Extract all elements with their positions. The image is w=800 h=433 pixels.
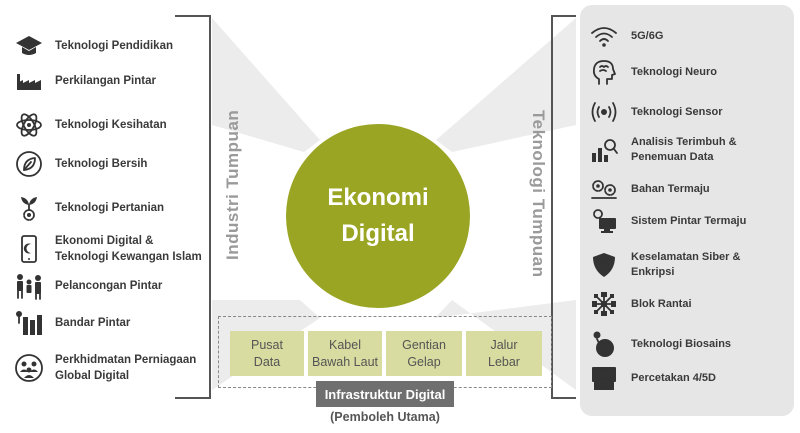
right-item-label: Blok Rantai: [631, 297, 692, 310]
right-item-percetakan: Percetakan 4/5D: [588, 362, 788, 394]
right-item-label: Sistem Pintar Termaju: [631, 214, 747, 227]
infra-box-pusat-data: Pusat Data: [230, 331, 304, 376]
left-item-bandar: Bandar Pintar: [12, 306, 212, 340]
left-item-perkhidmatan: Perkhidmatan Perniagaan Global Digital: [12, 351, 212, 385]
left-item-ekonomi-digital: Ekonomi Digital & Teknologi Kewangan Isl…: [12, 232, 212, 266]
infra-box-jalur-lebar: Jalur Lebar: [466, 331, 542, 376]
left-item-perkilangan: Perkilangan Pintar: [12, 64, 212, 98]
left-item-label: Perkilangan Pintar: [55, 75, 156, 87]
left-group-label: Industri Tumpuan: [223, 109, 242, 260]
infra-box-label: Jalur Lebar: [488, 337, 520, 369]
brain-head-icon: [588, 56, 620, 88]
family-icon: [12, 269, 46, 303]
right-item-keselamatan: Keselamatan Siber & Enkripsi: [588, 249, 788, 281]
center-title-line1: Ekonomi: [327, 184, 429, 211]
bioscience-icon: [588, 328, 620, 360]
infrastructure-title: Infrastruktur Digital: [316, 381, 454, 407]
right-item-sensor: Teknologi Sensor: [588, 96, 788, 128]
shield-icon: [588, 249, 620, 281]
right-item-biosains: Teknologi Biosains: [588, 328, 788, 360]
left-item-bersih: Teknologi Bersih: [12, 147, 212, 181]
printer-icon: [588, 362, 620, 394]
left-item-label: Teknologi Pendidikan: [55, 40, 173, 52]
left-item-label: Teknologi Pertanian: [55, 202, 165, 214]
smart-city-icon: [12, 306, 46, 340]
right-item-label: Keselamatan Siber & Enkripsi: [631, 251, 741, 278]
leaf-cycle-icon: [12, 147, 46, 181]
left-item-label: Ekonomi Digital & Teknologi Kewangan Isl…: [55, 235, 202, 263]
infra-box-label: Pusat Data: [251, 337, 283, 369]
factory-icon: [12, 64, 46, 98]
graduation-cap-icon: [12, 29, 46, 63]
right-group-label: Teknologi Tumpuan: [529, 110, 548, 278]
right-item-neuro: Teknologi Neuro: [588, 56, 788, 88]
blockchain-icon: [588, 288, 620, 320]
right-item-5g: 5G/6G: [588, 20, 788, 52]
infra-box-kabel-bawah-laut: Kabel Bawah Laut: [308, 331, 382, 376]
gears-icon: [588, 173, 620, 205]
right-item-blok-rantai: Blok Rantai: [588, 288, 788, 320]
infrastructure-subtitle: (Pemboleh Utama): [330, 410, 440, 424]
right-item-label: Teknologi Neuro: [631, 65, 717, 78]
left-item-pelancongan: Pelancongan Pintar: [12, 269, 212, 303]
right-item-label: Teknologi Sensor: [631, 105, 723, 118]
right-bracket: [551, 15, 576, 399]
right-item-sistem: Sistem Pintar Termaju: [588, 205, 788, 237]
right-item-analisis: Analisis Terimbuh & Penemuan Data: [588, 134, 788, 166]
left-item-pendidikan: Teknologi Pendidikan: [12, 29, 212, 63]
right-item-label: 5G/6G: [631, 29, 664, 42]
infra-box-label: Gentian Gelap: [402, 337, 446, 369]
left-item-label: Teknologi Kesihatan: [55, 119, 167, 131]
right-item-label: Analisis Terimbuh & Penemuan Data: [631, 136, 737, 163]
left-bracket: [175, 15, 211, 399]
people-network-icon: [12, 351, 46, 385]
center-title-line2: Digital: [341, 220, 415, 247]
right-item-bahan: Bahan Termaju: [588, 173, 788, 205]
left-item-label: Bandar Pintar: [55, 317, 131, 329]
left-item-pertanian: Teknologi Pertanian: [12, 191, 212, 225]
left-item-label: Perkhidmatan Perniagaan Global Digital: [55, 354, 197, 382]
right-item-label: Teknologi Biosains: [631, 337, 732, 350]
infra-box-gentian-gelap: Gentian Gelap: [386, 331, 462, 376]
left-item-label: Pelancongan Pintar: [55, 280, 163, 292]
sensor-icon: [588, 96, 620, 128]
chart-magnifier-icon: [588, 134, 620, 166]
infra-box-label: Kabel Bawah Laut: [311, 337, 379, 369]
wifi-icon: [588, 20, 620, 52]
phone-crescent-icon: [12, 232, 46, 266]
right-item-label: Bahan Termaju: [631, 182, 710, 195]
left-item-label: Teknologi Bersih: [55, 158, 148, 170]
right-item-label: Percetakan 4/5D: [631, 371, 716, 384]
atom-icon: [12, 108, 46, 142]
center-circle: Ekonomi Digital: [286, 124, 470, 308]
computer-gear-icon: [588, 205, 620, 237]
left-item-kesihatan: Teknologi Kesihatan: [12, 108, 212, 142]
plant-gear-icon: [12, 191, 46, 225]
